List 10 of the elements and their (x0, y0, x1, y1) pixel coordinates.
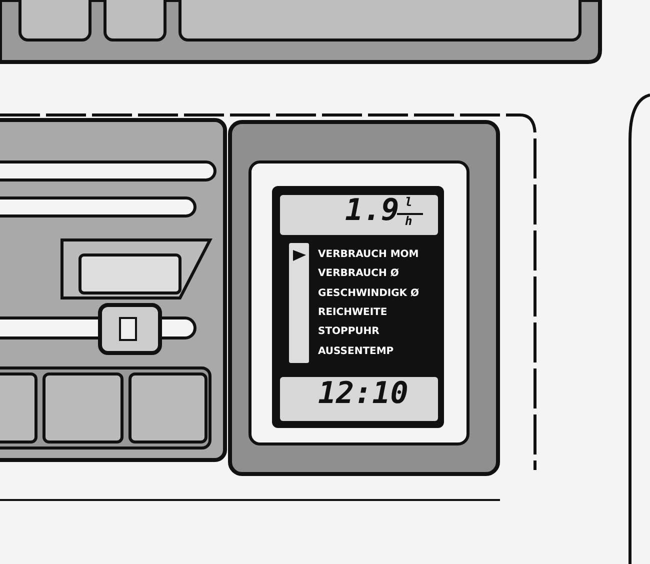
unit-numerator: l (405, 196, 412, 208)
menu-item: GESCHWINDIGK Ø (318, 288, 420, 299)
display-value: 1.9 (345, 196, 400, 226)
menu-item: STOPPUHR (318, 326, 380, 337)
unit-denominator: h (405, 215, 412, 227)
menu-item: REICHWEITE (318, 307, 388, 318)
menu-item: VERBRAUCH MOM (318, 249, 419, 260)
menu-item: AUSSENTEMP (318, 346, 394, 357)
menu-item: VERBRAUCH Ø (318, 268, 399, 279)
clock-time: 12:10 (318, 379, 408, 409)
